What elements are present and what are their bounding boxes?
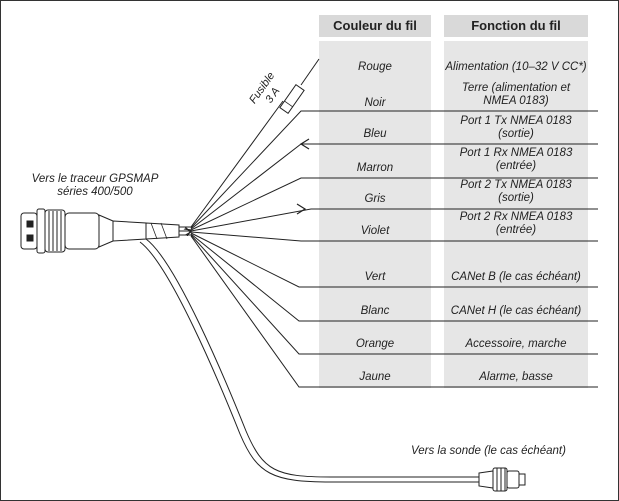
wire-marron — [191, 177, 598, 230]
sonde-label: Vers la sonde (le cas échéant) — [411, 445, 566, 457]
function-column-background — [444, 41, 588, 388]
wire-function-label: CANet H (le cas échéant) — [444, 305, 588, 318]
gpsmap-connector-plug — [20, 208, 147, 254]
function-line1: Port 2 Tx NMEA 0183 — [460, 179, 572, 191]
color-column-header: Couleur du fil — [319, 15, 431, 37]
wire-color-label: Noir — [364, 97, 386, 109]
wire-jaune — [190, 235, 598, 388]
function-line2: (entrée) — [495, 224, 537, 236]
function-line1: Alimentation (10–32 V CC*) — [445, 61, 587, 73]
wire-color-label: Gris — [364, 193, 386, 205]
wire-blanc — [190, 233, 598, 322]
color-column-background — [319, 41, 431, 388]
wire-function-label: Alarme, basse — [444, 371, 588, 384]
function-line1: Accessoire, marche — [465, 338, 567, 350]
wire-function-label: Port 1 Rx NMEA 0183 (entrée) — [444, 147, 588, 173]
wire-violet — [191, 232, 598, 242]
wire-noir — [190, 110, 598, 229]
wire-function-label: CANet B (le cas échéant) — [444, 271, 588, 284]
function-line1: Terre (alimentation et — [461, 82, 571, 94]
wire-color-label: Blanc — [360, 305, 390, 317]
wire-color-label: Violet — [360, 225, 390, 237]
wire-color-label: Vert — [364, 271, 386, 283]
wire-function-label: Alimentation (10–32 V CC*) — [444, 61, 588, 74]
function-line1: Alarme, basse — [479, 371, 553, 383]
function-line1: Port 2 Rx NMEA 0183 — [459, 211, 573, 223]
wire-function-label: Port 2 Rx NMEA 0183 (entrée) — [444, 211, 588, 237]
wire-color-label: Orange — [355, 338, 395, 350]
wire-color-label: Bleu — [363, 128, 387, 140]
wire-vert — [190, 232, 598, 288]
connector-label-line1: Vers le traceur GPSMAP — [31, 173, 159, 185]
function-line2: (sortie) — [498, 128, 534, 140]
connector-label-line2: séries 400/500 — [57, 186, 133, 198]
wire-function-label: Port 1 Tx NMEA 0183 (sortie) — [444, 115, 588, 141]
sonde-connector-plug — [478, 467, 526, 492]
function-column-header: Fonction du fil — [444, 15, 588, 37]
function-line2: NMEA 0183) — [483, 95, 549, 107]
gpsmap-connector-label: Vers le traceur GPSMAP séries 400/500 — [15, 173, 175, 199]
wire-function-label: Terre (alimentation et NMEA 0183) — [444, 82, 588, 108]
function-line1: CANet H (le cas échéant) — [450, 305, 582, 317]
function-line1: Port 1 Tx NMEA 0183 — [460, 115, 572, 127]
main-cable — [145, 222, 180, 240]
wire-color-label: Marron — [356, 162, 394, 174]
wire-color-label: Jaune — [359, 371, 391, 383]
function-line2: (sortie) — [498, 192, 534, 204]
function-line2: (entrée) — [495, 160, 537, 172]
wire-orange — [190, 234, 598, 355]
function-line1: Port 1 Rx NMEA 0183 — [459, 147, 573, 159]
wire-function-label: Accessoire, marche — [444, 338, 588, 351]
wire-color-label: Rouge — [358, 61, 392, 73]
wire-gris — [190, 208, 598, 232]
fuse-holder — [279, 83, 305, 115]
wire-rouge — [190, 58, 320, 228]
function-line1: CANet B (le cas échéant) — [451, 271, 581, 283]
sonde-cable — [145, 238, 479, 478]
wire-function-label: Port 2 Tx NMEA 0183 (sortie) — [444, 179, 588, 205]
